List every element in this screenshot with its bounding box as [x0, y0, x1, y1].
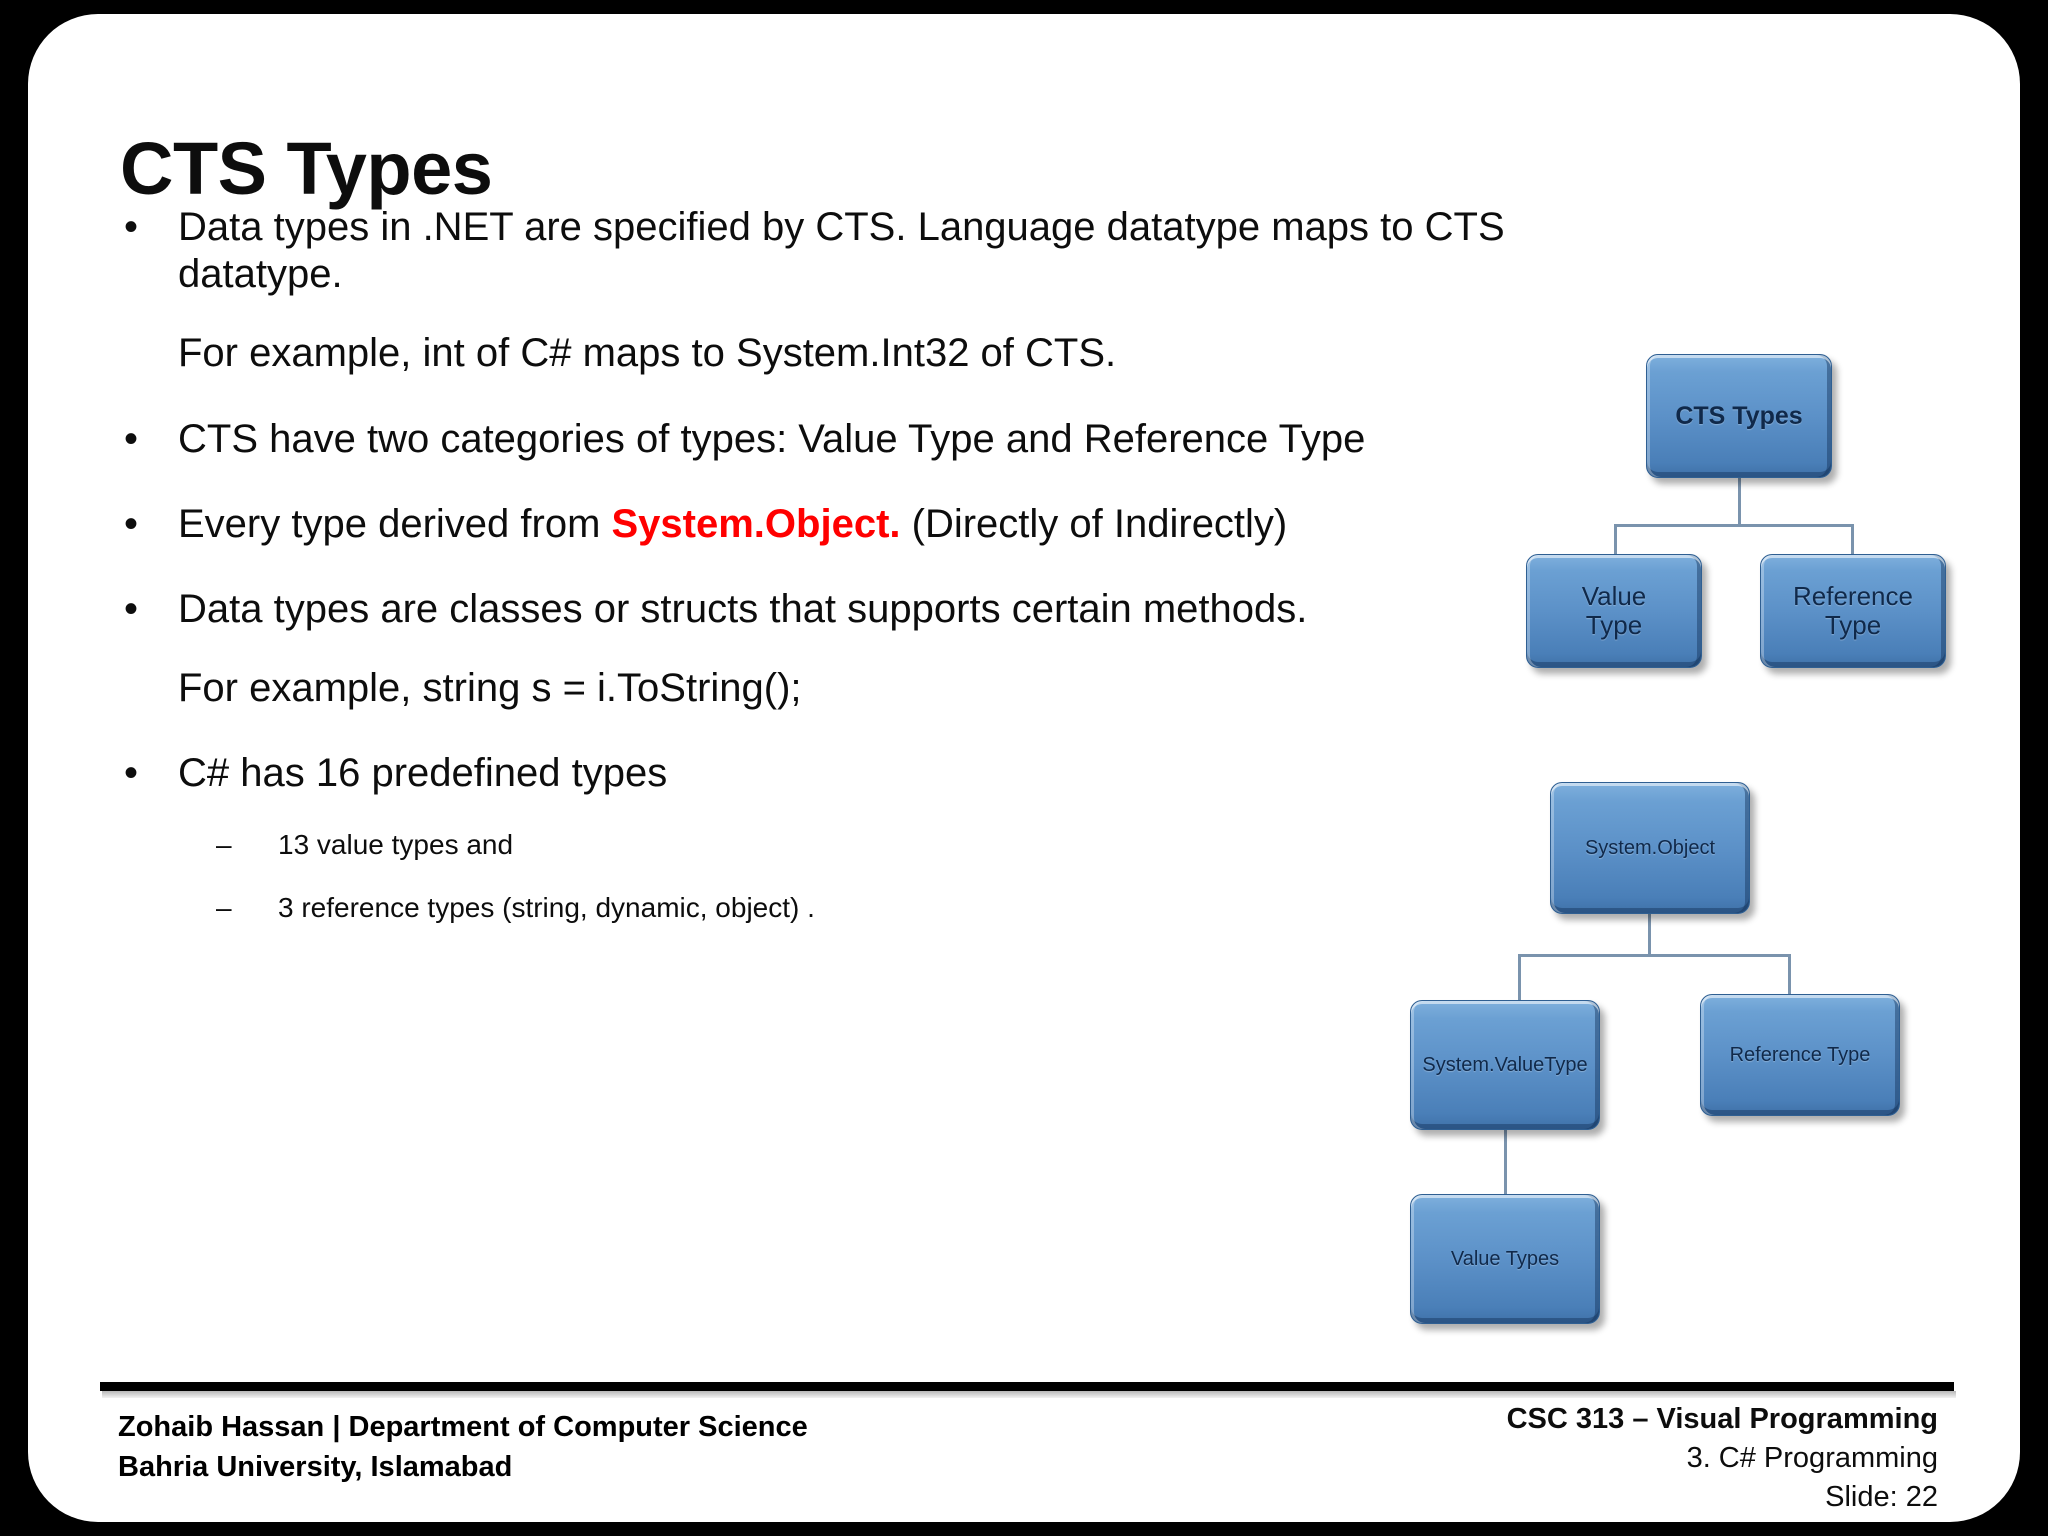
node-reference-type-line2: Type [1824, 610, 1882, 640]
sub-bullet-marker: – [216, 828, 232, 860]
connector-root-stem [1738, 478, 1741, 526]
node-value-type-line2: Type [1585, 610, 1643, 640]
node-cts-types: CTS Types [1646, 354, 1832, 478]
node-value-type: Value Type [1526, 554, 1702, 668]
connector-root-stem [1648, 914, 1651, 956]
node-value-type-line1: Value [1581, 580, 1647, 611]
page-title: CTS Types [120, 126, 493, 210]
node-system-valuetype: System.ValueType [1410, 1000, 1600, 1130]
diagram-cts-types: CTS Types Value Type Reference Type [1526, 354, 1986, 668]
footer-university-line: Bahria University, Islamabad [118, 1451, 513, 1484]
bullet-text-4: Data types are classes or structs that s… [178, 586, 1308, 631]
bullet-marker: • [124, 751, 139, 796]
bullet-text-3-suffix: (Directly of Indirectly) [900, 501, 1288, 546]
diagram-system-object: System.Object System.ValueType Reference… [1410, 782, 1950, 1352]
bullet-continuation-text-4: For example, string s = i.ToString(); [178, 666, 802, 711]
bullet-text-2: CTS have two categories of types: Value … [178, 416, 1366, 461]
connector-drop-right [1788, 954, 1791, 996]
sub-bullet-text-1: 13 value types and [278, 828, 514, 860]
footer-topic: 3. C# Programming [1686, 1441, 1938, 1474]
footer-course-block: CSC 313 – Visual Programming 3. C# Progr… [1507, 1400, 1938, 1517]
connector-horizontal-bar [1614, 524, 1854, 527]
system-object-highlight: System.Object. [611, 501, 901, 546]
sub-bullet-item-2: – 3 reference types (string, dynamic, ob… [116, 891, 1536, 925]
footer-divider [100, 1382, 1956, 1398]
bullet-continuation-text-1: For example, int of C# maps to System.In… [178, 331, 1117, 376]
bullet-marker: • [124, 586, 139, 631]
connector-horizontal-bar [1518, 954, 1790, 957]
footer-course-title: CSC 313 – Visual Programming [1506, 1403, 1938, 1435]
footer-author-block: Zohaib Hassan | Department of Computer S… [118, 1407, 808, 1487]
bullet-text-5: C# has 16 predefined types [178, 751, 668, 796]
bullet-item-1: • Data types in .NET are specified by CT… [116, 204, 1536, 298]
node-reference-type-line1: Reference [1793, 580, 1913, 611]
slide-body: • Data types in .NET are specified by CT… [116, 204, 1536, 925]
node-system-object: System.Object [1550, 782, 1750, 914]
footer-slide-number: Slide: 22 [1825, 1480, 1938, 1513]
bullet-item-2: • CTS have two categories of types: Valu… [116, 416, 1536, 463]
bullet-text-3: Every type derived from System.Object. (… [178, 501, 1536, 548]
bullet-item-3: • Every type derived from System.Object.… [116, 501, 1536, 548]
connector-drop-left [1518, 954, 1521, 1002]
bullet-continuation-4: For example, string s = i.ToString(); [116, 665, 1536, 712]
bullet-marker: • [124, 416, 139, 461]
bullet-marker: • [124, 501, 139, 546]
bullet-text-3-prefix: Every type derived from [178, 501, 612, 546]
sub-bullet-marker: – [216, 892, 232, 924]
slide-canvas: CTS Types • Data types in .NET are speci… [28, 14, 2020, 1522]
bullet-marker: • [124, 205, 139, 249]
connector-drop-right [1851, 524, 1854, 556]
bullet-continuation-1: For example, int of C# maps to System.In… [116, 330, 1536, 377]
bullet-item-5: • C# has 16 predefined types [116, 750, 1536, 797]
sub-bullet-text-2: 3 reference types (string, dynamic, obje… [278, 892, 815, 924]
node-value-types: Value Types [1410, 1194, 1600, 1324]
bullet-item-4: • Data types are classes or structs that… [116, 586, 1536, 633]
connector-valuetype-stem [1504, 1130, 1507, 1196]
bullet-text-1: Data types in .NET are specified by CTS.… [178, 205, 1505, 297]
node-reference-type: Reference Type [1760, 554, 1946, 668]
footer-author-line: Zohaib Hassan | Department of Computer S… [118, 1411, 808, 1443]
connector-drop-left [1614, 524, 1617, 556]
node-reference-type: Reference Type [1700, 994, 1900, 1116]
sub-bullet-item-1: – 13 value types and [116, 828, 1536, 862]
